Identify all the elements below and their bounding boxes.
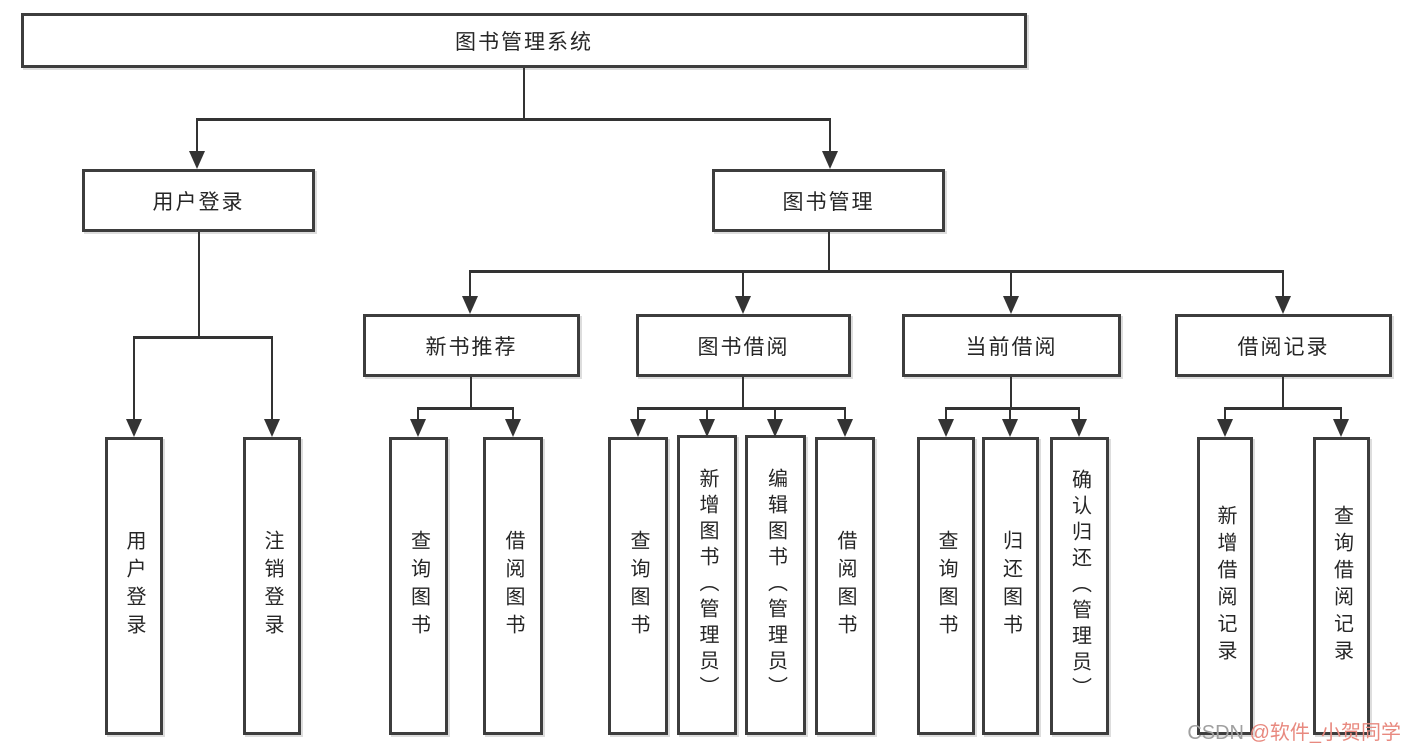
leaf-user-login: 用户登录 (105, 437, 163, 735)
connector-borrowrecords-rail (1223, 407, 1343, 410)
leaf-return-books: 归还图书 (982, 437, 1039, 735)
connector-arrow-book-mgmt-shaft (828, 118, 832, 153)
leaf-borrow-query-books: 查询图书 (608, 437, 668, 735)
leaf-confirm-return-admin-label: 确认归还（管理员） (1068, 469, 1091, 703)
arrowhead-rec-borrow (505, 419, 521, 437)
connector-arrow-bb-borrow-shaft (843, 407, 847, 421)
node-user-login: 用户登录 (82, 169, 315, 232)
connector-userlogin-drop (197, 232, 201, 339)
connector-arrow-br-add-shaft (1223, 407, 1227, 421)
node-user-login-label: 用户登录 (152, 190, 245, 214)
connector-arrow-bb-query-shaft (636, 407, 640, 421)
arrowhead-rec-query (410, 419, 426, 437)
leaf-logout-label: 注销登录 (261, 530, 283, 642)
connector-arrow-recommend-shaft (468, 270, 472, 298)
arrowhead-bb-query (630, 419, 646, 437)
leaf-current-query-books-label: 查询图书 (935, 530, 957, 642)
leaf-return-books-label: 归还图书 (999, 530, 1022, 642)
arrowhead-bb-borrow (837, 419, 853, 437)
connector-arrow-cb-query-shaft (944, 407, 948, 421)
node-current-borrow: 当前借阅 (902, 314, 1121, 377)
node-root-label: 图书管理系统 (455, 30, 593, 54)
arrowhead-borrowrecords (1275, 296, 1291, 314)
leaf-recommend-borrow-books: 借阅图书 (483, 437, 543, 735)
connector-arrow-borrowrecords-shaft (1281, 270, 1285, 298)
connector-recommend-rail (416, 407, 515, 410)
leaf-current-query-books: 查询图书 (917, 437, 975, 735)
arrowhead-leaf-logout (264, 419, 280, 437)
leaf-user-login-label: 用户登录 (123, 530, 145, 642)
leaf-recommend-borrow-books-label: 借阅图书 (502, 530, 524, 642)
connector-bookborrow-rail (636, 407, 847, 410)
connector-root-drop (522, 68, 526, 120)
leaf-query-borrow-record: 查询借阅记录 (1313, 437, 1370, 735)
arrowhead-leaf-login (126, 419, 142, 437)
leaf-logout: 注销登录 (243, 437, 301, 735)
node-root: 图书管理系统 (21, 13, 1027, 68)
connector-arrow-cb-confirm-shaft (1077, 407, 1081, 421)
connector-arrow-bookborrow-shaft (741, 270, 745, 298)
node-book-management: 图书管理 (712, 169, 945, 232)
leaf-confirm-return-admin: 确认归还（管理员） (1050, 437, 1109, 735)
arrowhead-book-mgmt (822, 151, 838, 169)
connector-recommend-drop (469, 377, 473, 410)
connector-currentborrow-drop (1009, 377, 1013, 410)
node-borrow-records-label: 借阅记录 (1237, 335, 1330, 359)
arrowhead-bookborrow (735, 296, 751, 314)
arrowhead-cb-return (1002, 419, 1018, 437)
connector-arrow-cb-return-shaft (1008, 407, 1012, 421)
connector-currentborrow-rail (944, 407, 1081, 410)
leaf-add-borrow-record-label: 新增借阅记录 (1214, 505, 1236, 667)
leaf-borrow-borrow-books-label: 借阅图书 (834, 530, 856, 642)
connector-arrow-bb-add-shaft (705, 407, 709, 421)
connector-bookmgmt-drop (827, 232, 831, 273)
connector-arrow-rec-query-shaft (416, 407, 420, 421)
arrowhead-bb-edit (767, 419, 783, 437)
arrowhead-recommend (462, 296, 478, 314)
leaf-borrow-borrow-books: 借阅图书 (815, 437, 875, 735)
arrowhead-user-login (189, 151, 205, 169)
connector-arrow-rec-borrow-shaft (511, 407, 515, 421)
node-borrow-records: 借阅记录 (1175, 314, 1392, 377)
arrowhead-br-add (1217, 419, 1233, 437)
node-current-borrow-label: 当前借阅 (965, 335, 1058, 359)
connector-arrow-bb-edit-shaft (773, 407, 777, 421)
arrowhead-currentborrow (1003, 296, 1019, 314)
leaf-borrow-query-books-label: 查询图书 (627, 530, 649, 642)
connector-userlogin-rail (132, 336, 274, 339)
leaf-add-books-admin-label: 新增图书（管理员） (696, 468, 718, 702)
connector-root-rail (195, 118, 832, 121)
arrowhead-br-query (1333, 419, 1349, 437)
connector-bookborrow-drop (741, 377, 745, 410)
node-book-borrow-label: 图书借阅 (697, 335, 790, 359)
arrowhead-cb-confirm (1071, 419, 1087, 437)
arrowhead-cb-query (938, 419, 954, 437)
leaf-edit-books-admin: 编辑图书（管理员） (745, 435, 806, 735)
node-book-management-label: 图书管理 (782, 190, 875, 214)
leaf-recommend-query-books: 查询图书 (389, 437, 448, 735)
leaf-add-books-admin: 新增图书（管理员） (677, 435, 737, 735)
leaf-edit-books-admin-label: 编辑图书（管理员） (764, 468, 787, 702)
connector-bookmgmt-rail (468, 270, 1285, 273)
leaf-query-borrow-record-label: 查询借阅记录 (1330, 505, 1353, 667)
connector-arrow-leaf-logout-shaft (270, 336, 274, 420)
connector-borrowrecords-drop (1281, 377, 1285, 410)
node-book-borrow: 图书借阅 (636, 314, 851, 377)
leaf-recommend-query-books-label: 查询图书 (407, 530, 430, 642)
arrowhead-bb-add (699, 419, 715, 437)
node-new-book-recommend: 新书推荐 (363, 314, 580, 377)
connector-arrow-user-login-shaft (195, 118, 199, 153)
connector-arrow-leaf-login-shaft (132, 336, 136, 420)
connector-arrow-br-query-shaft (1339, 407, 1343, 421)
leaf-add-borrow-record: 新增借阅记录 (1197, 437, 1253, 735)
node-new-book-recommend-label: 新书推荐 (425, 335, 518, 359)
connector-arrow-currentborrow-shaft (1009, 270, 1013, 298)
